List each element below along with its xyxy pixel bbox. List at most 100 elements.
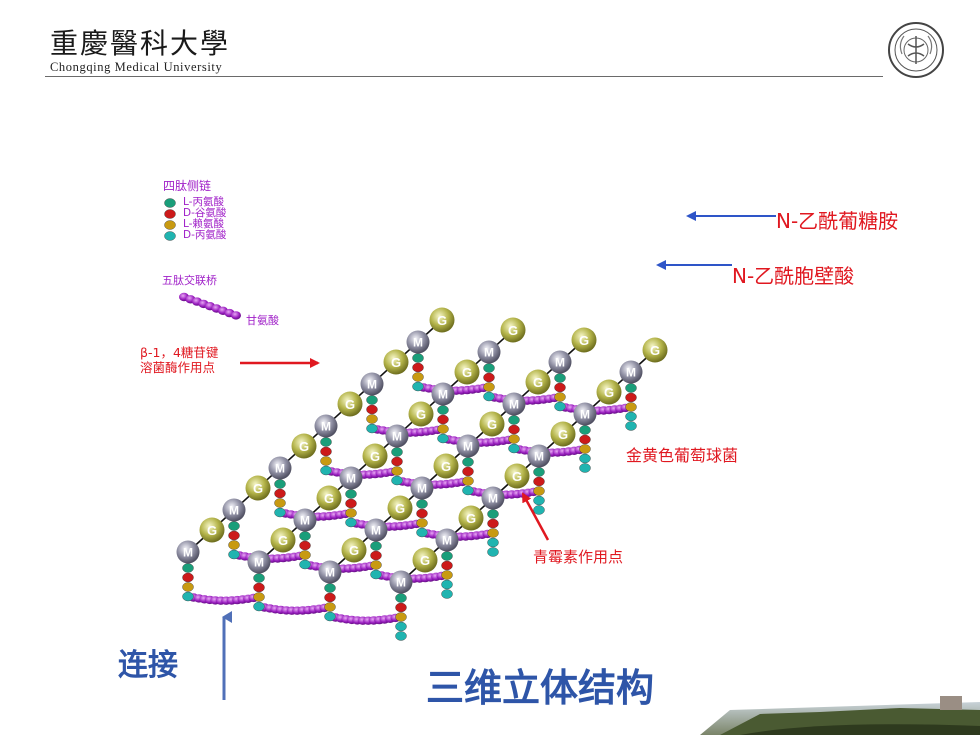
three-d-structure-title: 三维立体结构 [426,666,655,710]
nam-letter: M [488,492,498,506]
amino-acid-bead [483,391,495,402]
amino-acid-bead [324,611,336,622]
nag-sugar [412,547,438,573]
amino-acid-bead [370,541,382,551]
nam-letter: M [254,556,264,570]
nag-letter: G [579,333,589,348]
amino-acid-bead [533,495,545,506]
organism-label: 金黄色葡萄球菌 [626,446,739,465]
university-seal-icon [888,22,944,78]
amino-acid-bead [487,547,499,557]
nam-sugar [293,508,317,532]
nag-letter: G [466,511,476,526]
amino-acid-bead [579,453,591,464]
nam-letter: M [413,336,423,350]
amino-acid-bead [437,405,449,415]
amino-acid-bead [320,465,332,476]
nam-label: N-乙酰胞壁酸 [732,264,855,288]
nam-sugar [406,330,430,354]
amino-acid-bead [366,414,378,424]
nam-sugar [481,486,505,510]
amino-acid-bead [533,467,545,477]
amino-acid-bead [437,433,449,444]
amino-acid-bead [625,383,637,393]
header-divider [45,76,883,77]
amino-acid-bead [320,437,332,447]
nam-letter: M [371,524,381,538]
nag-letter: G [487,417,497,432]
amino-acid-bead [412,353,424,363]
amino-acid-bead [625,421,637,431]
amino-acid-bead [228,540,240,550]
nam-letter: M [555,356,565,370]
nag-letter: G [437,313,447,328]
nag-letter: G [512,469,522,484]
slide-header: 重慶醫科大學 Chongqing Medical University [0,0,980,90]
beta-bond-line2: 溶菌酶作用点 [140,360,216,375]
amino-acid-bead [345,517,357,528]
amino-acid-bead [370,550,382,561]
amino-acid-bead [625,411,637,422]
legend-item-d-ala: D-丙氨酸 [183,229,227,241]
amino-acid-bead [274,479,286,489]
nag-sugar [429,307,455,333]
legend-bead [164,220,176,230]
nam-sugar [573,402,597,426]
amino-acid-bead [412,362,424,373]
campus-photo [700,696,980,735]
nag-letter: G [391,355,401,370]
nag-letter: G [416,407,426,422]
nag-letter: G [395,501,405,516]
nag-letter: G [278,533,288,548]
amino-acid-bead [579,425,591,435]
nam-letter: M [484,346,494,360]
amino-acid-bead [441,589,453,599]
amino-acid-bead [391,466,403,476]
amino-acid-bead [487,528,499,538]
nag-sugar [504,463,530,489]
nam-letter: M [321,420,331,434]
amino-acid-bead [441,560,453,571]
amino-acid-bead [324,592,336,603]
legend-item-l-ala: L-丙氨酸 [183,196,224,208]
amino-acid-bead [416,499,428,509]
amino-acid-bead [299,540,311,551]
nag-letter: G [462,365,472,380]
amino-acid-bead [416,527,428,538]
legend-tetrapeptide-title: 四肽侧链 [163,179,212,193]
amino-acid-bead [441,579,453,590]
nag-letter: G [349,543,359,558]
nag-letter: G [299,439,309,454]
amino-acid-bead [437,414,449,425]
amino-acid-bead [579,444,591,454]
amino-acid-bead [228,549,240,560]
nag-letter: G [508,323,518,338]
nag-sugar [387,495,413,521]
nag-letter: G [370,449,380,464]
amino-acid-bead [391,456,403,467]
legend-bead [164,231,176,241]
nag-sugar [408,401,434,427]
nam-sugar [176,540,200,564]
university-name-en: Chongqing Medical University [50,60,223,74]
nag-letter: G [558,427,568,442]
nag-sugar [337,391,363,417]
amino-acid-bead [299,559,311,570]
nag-sugar [341,537,367,563]
amino-acid-bead [462,485,474,496]
nag-letter: G [253,481,263,496]
amino-acid-bead [182,582,194,592]
nam-sugar [456,434,480,458]
nag-sugar [550,421,576,447]
nag-sugar [571,327,597,353]
nam-letter: M [442,534,452,548]
legend-glycine-bead [231,311,241,320]
amino-acid-bead [462,457,474,467]
nam-sugar [268,456,292,480]
amino-acid-bead [345,489,357,499]
nam-letter: M [417,482,427,496]
nam-letter: M [300,514,310,528]
amino-acid-bead [533,486,545,496]
amino-acid-bead [366,404,378,415]
